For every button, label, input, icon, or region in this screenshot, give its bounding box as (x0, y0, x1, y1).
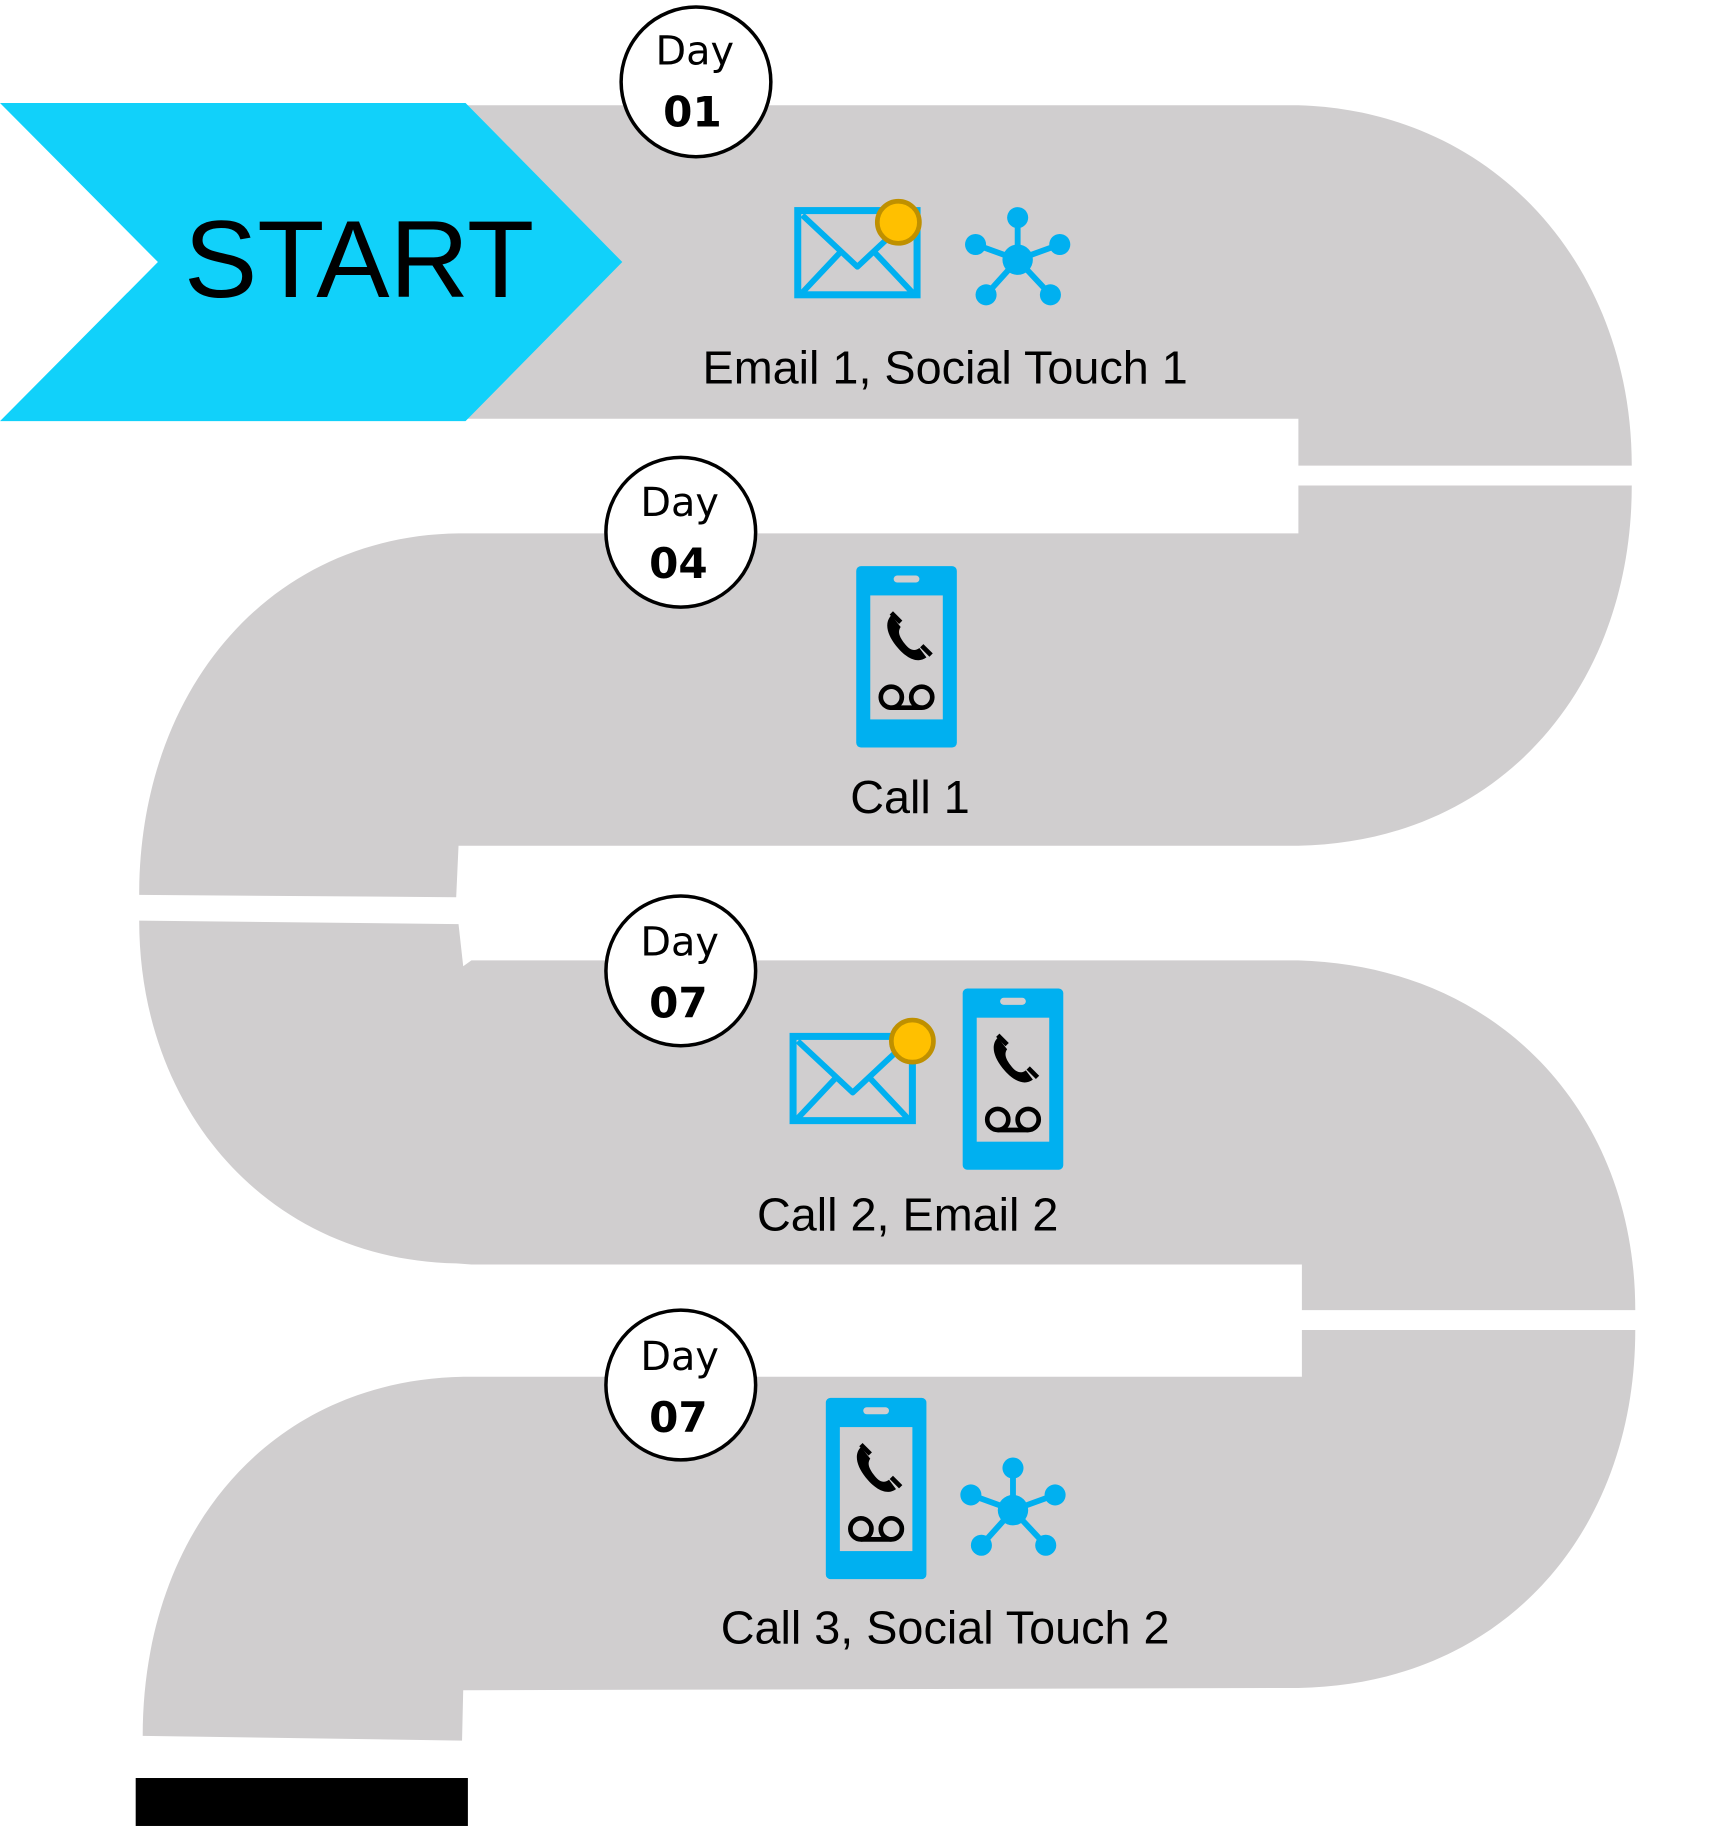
day-number: 01 (663, 87, 722, 136)
day-badge (604, 455, 758, 609)
email-icon (798, 198, 922, 295)
phone-voicemail-icon (963, 988, 1064, 1169)
step-caption: Email 1, Social Touch 1 (703, 342, 1188, 394)
phone-voicemail-icon (826, 1398, 927, 1579)
start-label: START (184, 198, 534, 321)
start-arrow (0, 102, 623, 422)
day-number: 04 (649, 539, 708, 588)
day-badge (604, 894, 758, 1048)
day-label: Day (656, 28, 735, 74)
notification-badge-icon (888, 1017, 936, 1065)
day-label: Day (640, 480, 719, 526)
phone-voicemail-icon (856, 566, 957, 747)
step-day-07-b: Day 07 Call 3, Social Touch 2 (604, 1308, 1170, 1653)
step-day-04: Day 04 Call 1 (604, 455, 970, 823)
day-label: Day (640, 1334, 719, 1380)
notification-badge-icon (874, 198, 922, 246)
step-caption: Call 2, Email 2 (757, 1189, 1058, 1241)
day-badge (619, 5, 773, 159)
day-badge (604, 1308, 758, 1462)
step-day-07-a: Day 07 Call 2, Email 2 (604, 894, 1064, 1241)
day-number: 07 (649, 979, 708, 1028)
day-number: 07 (649, 1393, 708, 1442)
step-caption: Call 1 (850, 771, 970, 823)
end-marker (135, 1778, 468, 1826)
step-day-01: Day 01 Email 1, Social Touch 1 (619, 5, 1188, 394)
step-caption: Call 3, Social Touch 2 (721, 1601, 1170, 1653)
road-segment-3 (139, 920, 1636, 1311)
day-label: Day (640, 920, 719, 966)
email-icon (793, 1017, 936, 1121)
